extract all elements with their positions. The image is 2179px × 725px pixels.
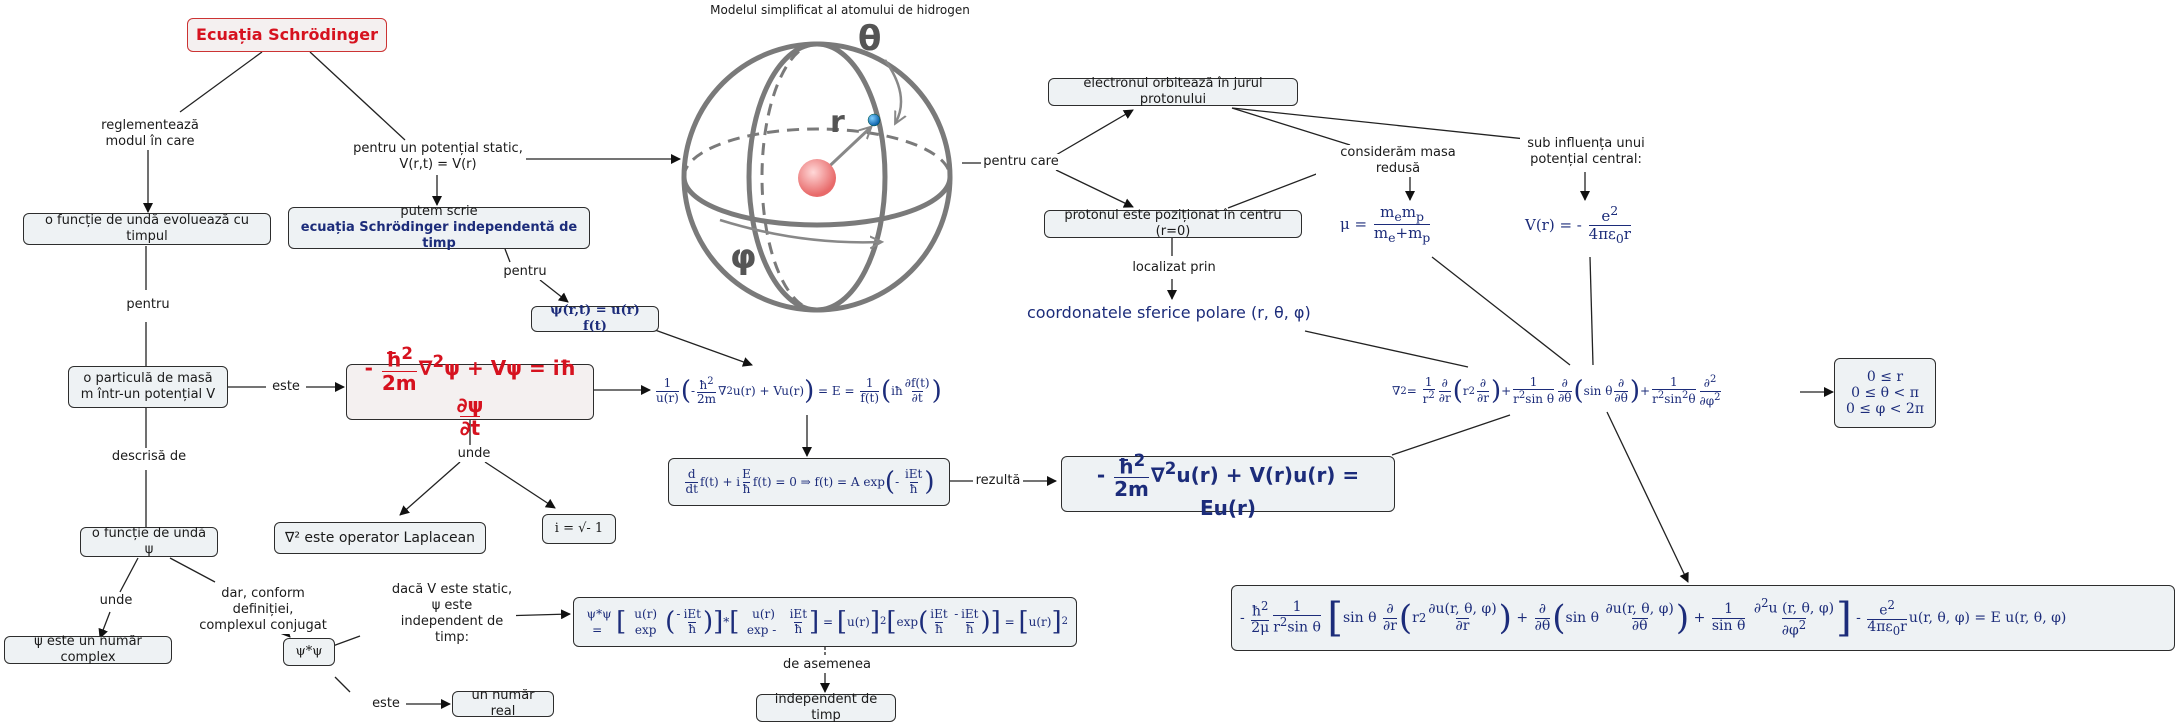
node-psi-star-psi: ψ*ψ [283, 638, 335, 666]
label-if-static: dacă V este static, ψ este independent d… [388, 582, 516, 646]
node-wave-evolves: o funcție de undă evoluează cu timpul [23, 213, 271, 245]
node-laplacean: ∇² este operator Laplacean [274, 522, 486, 554]
label-central-potential: sub influența unui potențial central: [1520, 136, 1652, 168]
node-time-independent: independent de timp [756, 692, 896, 723]
node-imag-unit: i = √- 1 [542, 514, 616, 544]
node-electron-orbits: electronul orbitează în jurul protonului [1048, 76, 1298, 107]
label-where-1: unde [92, 593, 140, 609]
label-reduced-mass: considerăm masa redusă [1316, 145, 1480, 177]
node-psi-separation: ψ(r,t) = u(r) f(t) [531, 303, 659, 334]
label-is-2: este [366, 696, 406, 712]
label-is-1: este [266, 379, 306, 395]
label-for-2: pentru [495, 264, 555, 280]
atom-caption: Modelul simplificat al atomului de hidro… [710, 3, 970, 17]
hydrogen-atom-sphere: r θ φ [681, 20, 953, 313]
page-title: Ecuația Schrödinger [196, 25, 378, 44]
node-real-number: un număr real [452, 688, 554, 719]
node-particle: o particulă de masă m într-un potențial … [68, 366, 228, 408]
label-static-potential: pentru un potențial static, V(r,t) = V(r… [350, 141, 526, 173]
electron [867, 113, 881, 127]
label-regulates: reglementează modul în care [88, 118, 212, 150]
label-described-by: descrisă de [102, 449, 196, 465]
label-r: r [830, 105, 845, 140]
node-coordinate-ranges: 0 ≤ r 0 ≤ θ < π 0 ≤ φ < 2π [1834, 358, 1936, 428]
node-proton-center: protonul este poziționat în centru (r=0) [1044, 208, 1302, 239]
title-box: Ecuația Schrödinger [187, 18, 387, 52]
equator-front [681, 176, 953, 228]
node-we-can-write: putem scrie ecuația Schrödinger independ… [288, 204, 590, 251]
label-theta: θ [858, 20, 881, 59]
label-for-1: pentru [118, 297, 178, 313]
node-spherical-coords: coordonatele sferice polare (r, θ, φ) [1027, 303, 1311, 322]
label-phi: φ [730, 237, 757, 277]
label-where-2: unde [450, 446, 498, 462]
node-wave-psi: o funcție de undă ψ [80, 526, 218, 557]
node-psi-complex: ψ este un număr complex [4, 634, 172, 665]
proton-nucleus [798, 159, 836, 197]
label-localized: localizat prin [1126, 260, 1222, 276]
label-also: de asemenea [780, 657, 874, 673]
label-for-which: pentru care [981, 154, 1061, 170]
label-but-conjugate: dar, conform definiției, complexul conju… [196, 586, 330, 634]
label-results: rezultă [973, 473, 1023, 489]
